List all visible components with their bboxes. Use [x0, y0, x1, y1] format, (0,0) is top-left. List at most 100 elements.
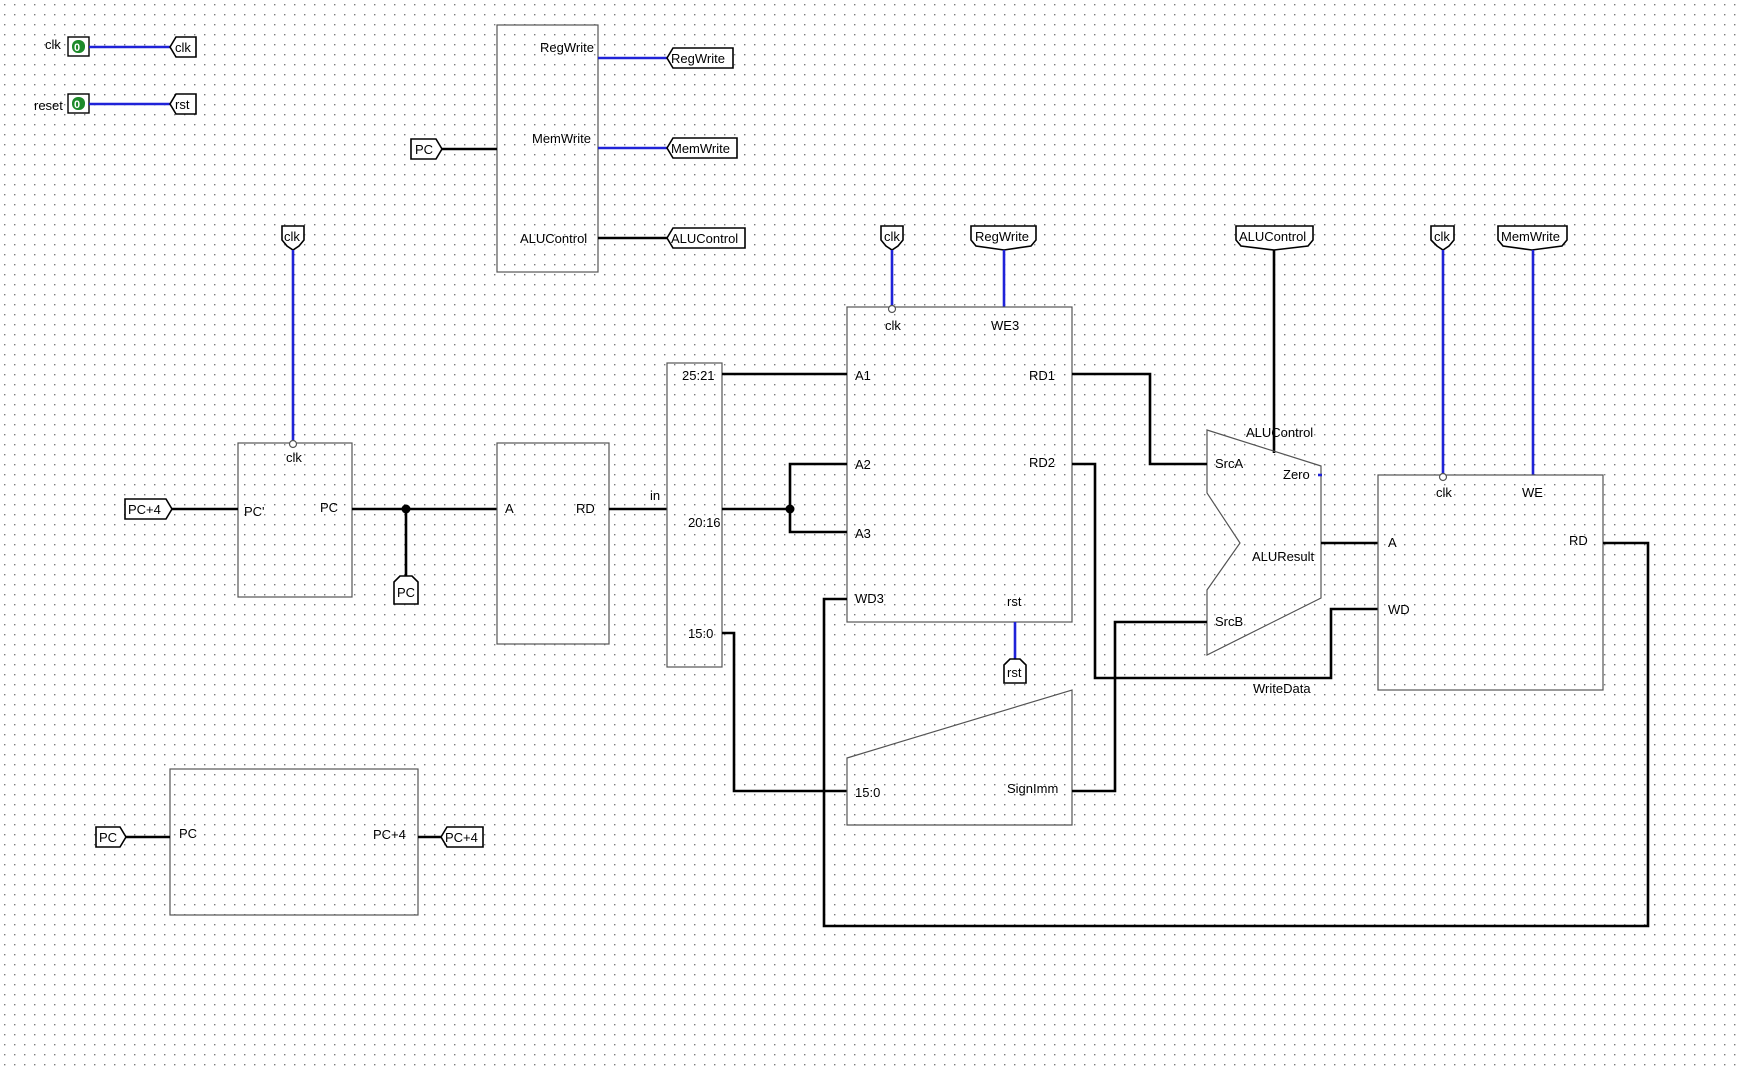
- register-file-rst-tunnel-label: rst: [1007, 665, 1022, 680]
- pc-branch-tunnel-label: PC: [397, 585, 415, 600]
- register-file-clk-tunnel[interactable]: [880, 225, 904, 251]
- instruction-memory[interactable]: A RD: [496, 442, 667, 645]
- register-file-a3-pin: A3: [855, 526, 871, 541]
- instruction-splitter[interactable]: in 25:21 20:16 15:0: [650, 362, 723, 668]
- sign-extend-in-pin: 15:0: [855, 785, 880, 800]
- alucontrol-tunnel-label: ALUControl: [671, 231, 738, 246]
- control-unit-pc-tunnel-label: PC: [415, 142, 433, 157]
- srca-wire[interactable]: [1072, 372, 1207, 466]
- readdata-feedback-wire[interactable]: [822, 541, 1650, 928]
- data-memory-box[interactable]: [1377, 474, 1604, 691]
- control-unit-alucontrol-pin: ALUControl: [520, 231, 587, 246]
- data-memory-memwrite-tunnel[interactable]: [1497, 225, 1568, 251]
- pc-register-clk-tunnel-label: clk: [284, 229, 300, 244]
- pc-adder-pcplus4-pin: PC+4: [373, 827, 406, 842]
- data-memory-rd-pin: RD: [1569, 533, 1588, 548]
- reset-input-tunnel-label: rst: [175, 97, 190, 112]
- pc-adder-pc-pin: PC: [179, 826, 197, 841]
- register-file-regwrite-tunnel-label: RegWrite: [975, 229, 1029, 244]
- pc-register-clk-pin: clk: [286, 450, 302, 465]
- clk-input-tunnel[interactable]: [169, 36, 197, 58]
- sign-extend-box[interactable]: [846, 689, 1073, 826]
- register-file-regwrite-tunnel[interactable]: [970, 225, 1037, 251]
- regwrite-tunnel[interactable]: [666, 47, 734, 69]
- pc-adder-pcplus4-tunnel-label: PC+4: [445, 830, 478, 845]
- pc-plus4-input-tunnel[interactable]: [124, 498, 173, 520]
- pc-adder-box[interactable]: [169, 768, 419, 916]
- a2-wire[interactable]: [788, 462, 847, 509]
- register-file-rst-tunnel[interactable]: [1003, 658, 1027, 684]
- reset-input-label: reset: [34, 98, 63, 113]
- control-unit[interactable]: RegWrite MemWrite ALUControl PC RegWrite…: [410, 24, 746, 273]
- register-file-a1-pin: A1: [855, 368, 871, 383]
- control-unit-regwrite-pin: RegWrite: [540, 40, 594, 55]
- control-unit-pc-tunnel[interactable]: [410, 138, 443, 160]
- alu-alucontrol-tunnel-label: ALUControl: [1239, 229, 1306, 244]
- clk-input-value: 0: [74, 42, 80, 54]
- alu[interactable]: ALUControl ALUControl SrcA SrcB Zero ALU…: [1206, 225, 1322, 696]
- data-memory-wd-pin: WD: [1388, 602, 1410, 617]
- sign-extend[interactable]: 15:0 SignImm: [846, 689, 1073, 826]
- imm-field-wire[interactable]: [722, 631, 847, 793]
- alu-srcb-pin: SrcB: [1215, 614, 1243, 629]
- reset-input-tunnel[interactable]: [169, 93, 197, 115]
- register-file-a2-pin: A2: [855, 457, 871, 472]
- clk-input[interactable]: clk 0 clk: [45, 36, 197, 58]
- register-file-clk-marker: [887, 304, 897, 314]
- data-memory-a-pin: A: [1388, 535, 1397, 550]
- pc-register-clk-marker: [288, 439, 298, 449]
- pc-register-clk-tunnel[interactable]: [281, 225, 305, 251]
- splitter-field-25-21: 25:21: [682, 368, 715, 383]
- write-data-label: WriteData: [1253, 681, 1311, 696]
- clk-input-label: clk: [45, 37, 61, 52]
- splitter-field-15-0: 15:0: [688, 626, 713, 641]
- clk-input-tunnel-label: clk: [175, 40, 191, 55]
- alu-aluresult-pin: ALUResult: [1252, 549, 1315, 564]
- reset-input-value-led: [72, 97, 85, 110]
- register-file-clk-tunnel-label: clk: [884, 229, 900, 244]
- control-unit-memwrite-pin: MemWrite: [532, 131, 591, 146]
- data-memory-clk-pin: clk: [1436, 485, 1452, 500]
- reset-input[interactable]: reset 0 rst: [34, 93, 197, 115]
- splitter-in-label: in: [650, 488, 660, 503]
- alu-control-pin: ALUControl: [1246, 425, 1313, 440]
- pc-register[interactable]: clk clk PC' PC PC+4 PC: [124, 225, 497, 605]
- alucontrol-tunnel[interactable]: [666, 227, 746, 249]
- register-file-wd3-pin: WD3: [855, 591, 884, 606]
- data-memory-clk-marker: [1438, 472, 1448, 482]
- pc-branch-tunnel[interactable]: [393, 575, 419, 605]
- alu-zero-pin: Zero: [1283, 467, 1310, 482]
- pc-register-pcprime-pin: PC': [244, 504, 265, 519]
- pc-plus4-input-tunnel-label: PC+4: [128, 502, 161, 517]
- instruction-memory-a-pin: A: [505, 501, 514, 516]
- srcb-wire[interactable]: [1072, 620, 1207, 793]
- data-memory-clk-tunnel-label: clk: [1434, 229, 1450, 244]
- pc-adder[interactable]: PC PC+4 PC PC+4: [95, 768, 484, 916]
- instruction-memory-box[interactable]: [496, 442, 610, 645]
- reset-input-value: 0: [74, 99, 80, 111]
- regwrite-tunnel-label: RegWrite: [671, 51, 725, 66]
- writedata-wire[interactable]: [1072, 462, 1378, 680]
- data-memory-memwrite-tunnel-label: MemWrite: [1501, 229, 1560, 244]
- pc-adder-pc-tunnel[interactable]: [95, 826, 127, 848]
- register-file-clk-pin: clk: [885, 318, 901, 333]
- pc-adder-pcplus4-tunnel[interactable]: [440, 826, 484, 848]
- alu-srca-pin: SrcA: [1215, 456, 1244, 471]
- data-memory-clk-tunnel[interactable]: [1430, 225, 1455, 251]
- memwrite-tunnel[interactable]: [666, 137, 738, 159]
- clk-input-value-led: [72, 40, 85, 53]
- alu-alucontrol-tunnel[interactable]: [1235, 225, 1314, 251]
- data-memory[interactable]: clk MemWrite clk WE A WD RD: [1377, 225, 1604, 691]
- sign-extend-out-pin: SignImm: [1007, 781, 1058, 796]
- register-file-rst-pin: rst: [1007, 594, 1022, 609]
- instruction-memory-rd-pin: RD: [576, 501, 595, 516]
- a3-wire[interactable]: [788, 509, 847, 534]
- register-file-we3-pin: WE3: [991, 318, 1019, 333]
- register-file-rd2-pin: RD2: [1029, 455, 1055, 470]
- memwrite-tunnel-label: MemWrite: [671, 141, 730, 156]
- data-memory-we-pin: WE: [1522, 485, 1543, 500]
- pc-adder-pc-tunnel-label: PC: [99, 830, 117, 845]
- splitter-box[interactable]: [666, 362, 723, 668]
